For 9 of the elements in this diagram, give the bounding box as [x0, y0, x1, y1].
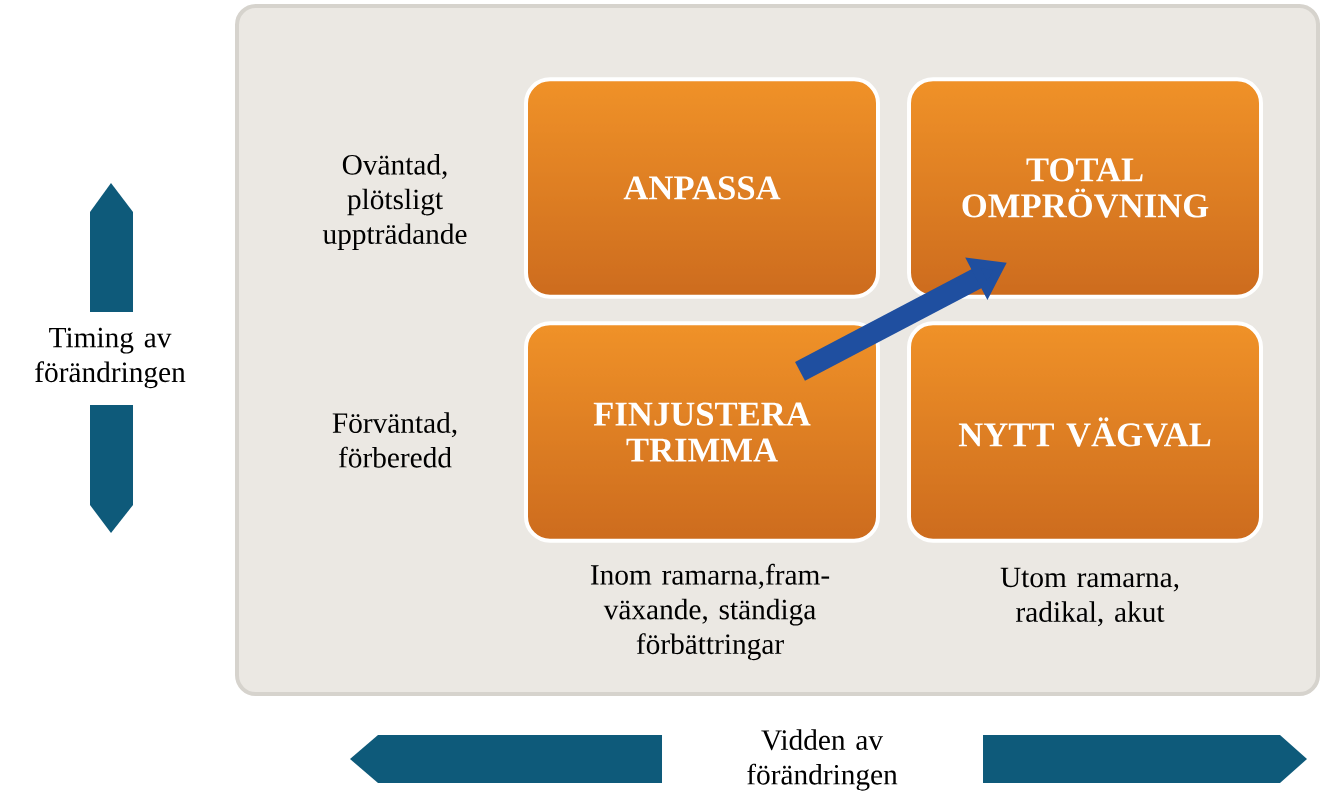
- row-label: Oväntad, plötsligt uppträdande: [322, 154, 467, 250]
- axis-label: Vidden av förändringen: [747, 729, 898, 791]
- column-label: Inom ramarna,fram-växande, ständiga förbättringar: [590, 563, 830, 661]
- quadrant-box: ANPASSA: [524, 77, 880, 299]
- quadrant-box: NYTT VÄGVAL: [907, 321, 1263, 543]
- axis-label: Timing av förändringen: [35, 327, 186, 389]
- quadrant-box: TOTAL OMPRÖVNING: [907, 77, 1263, 299]
- quadrant-box: FINJUSTERA TRIMMA: [524, 321, 880, 543]
- row-label: Förväntad, förberedd: [332, 412, 457, 468]
